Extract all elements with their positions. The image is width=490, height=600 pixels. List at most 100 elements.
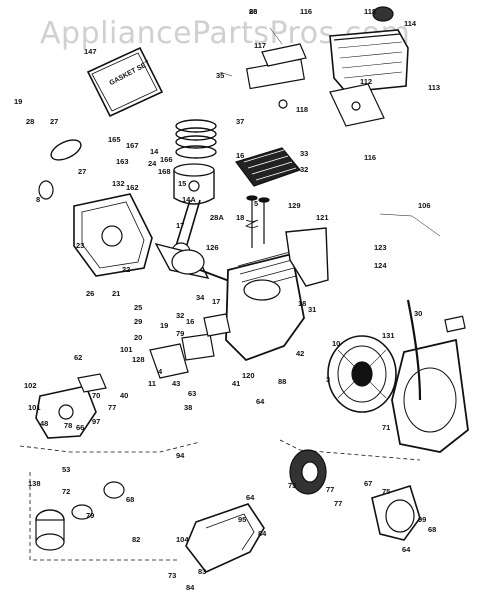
part-number-label: 116 xyxy=(364,153,377,162)
part-number-label: 34 xyxy=(196,293,205,302)
part-number-label: 102 xyxy=(24,381,37,390)
part-number-label: 116 xyxy=(300,7,313,16)
part-number-label: 138 xyxy=(28,479,41,488)
part-number-label: 121 xyxy=(316,213,329,222)
part-number-label: 129 xyxy=(288,201,301,210)
recoil-starter xyxy=(371,484,421,541)
part-number-label: 33 xyxy=(300,149,309,158)
flywheel xyxy=(327,335,397,413)
part-number-label: 27 xyxy=(50,117,59,126)
part-number-label: 73 xyxy=(168,571,177,580)
part-number-label: 86 xyxy=(249,7,258,16)
part-number-label: 38 xyxy=(184,403,193,412)
part-number-label: 166 xyxy=(160,155,173,164)
part-number-label: 42 xyxy=(296,349,305,358)
part-number-label: 18 xyxy=(298,299,307,308)
part-number-label: 101 xyxy=(120,345,133,354)
part-number-label: 123 xyxy=(374,243,387,252)
part-number-label: 162 xyxy=(126,183,139,192)
part-number-label: 132 xyxy=(112,179,125,188)
part-number-label: 4 xyxy=(158,367,163,376)
part-number-label: 77 xyxy=(326,485,335,494)
part-number-label: 168 xyxy=(158,167,171,176)
intake-parts xyxy=(149,313,231,379)
part-number-label: 124 xyxy=(374,261,387,270)
piston-rings xyxy=(175,119,217,159)
part-number-label: 94 xyxy=(176,451,185,460)
part-number-label: 106 xyxy=(418,201,431,210)
part-number-label: 101 xyxy=(28,403,41,412)
air-cleaner-assembly xyxy=(245,6,409,127)
part-number-label: 114 xyxy=(404,19,417,28)
part-number-label: 165 xyxy=(108,135,121,144)
cylinder-shroud xyxy=(285,227,329,287)
part-number-label: 84 xyxy=(186,583,195,592)
piston xyxy=(173,163,215,205)
part-number-label: 21 xyxy=(112,289,121,298)
cylinder-head xyxy=(235,147,302,187)
part-number-label: 43 xyxy=(172,379,181,388)
crankshaft xyxy=(154,242,233,283)
part-number-label: 83 xyxy=(198,567,207,576)
part-number-label: 72 xyxy=(62,487,71,496)
leader-lines xyxy=(219,27,441,237)
part-number-label: 28 xyxy=(26,117,35,126)
part-number-label: 28 xyxy=(249,7,258,16)
part-number-label: 70 xyxy=(92,391,101,400)
part-number-label: 53 xyxy=(62,465,71,474)
part-number-label: 73 xyxy=(288,481,297,490)
part-number-label: 64 xyxy=(246,493,255,502)
part-number-label: 11 xyxy=(148,379,156,388)
part-number-label: 67 xyxy=(364,479,373,488)
fuel-bracket xyxy=(185,503,265,573)
part-number-label: 15 xyxy=(178,179,187,188)
part-number-label: 37 xyxy=(236,117,245,126)
part-number-label: 35 xyxy=(216,71,225,80)
part-number-label: 79 xyxy=(176,329,185,338)
crankcase-cover xyxy=(73,193,153,277)
valves xyxy=(245,195,270,248)
engine-block xyxy=(225,251,305,362)
part-number-label: 32 xyxy=(176,311,185,320)
part-number-label: 28A xyxy=(210,213,224,222)
part-number-label: 31 xyxy=(308,305,317,314)
part-number-label: 131 xyxy=(382,331,395,340)
part-number-label: 147 xyxy=(84,47,97,56)
part-number-label: 23 xyxy=(76,241,85,250)
part-number-label: 78 xyxy=(64,421,73,430)
part-number-label: 82 xyxy=(132,535,141,544)
muffler-parts xyxy=(35,139,125,551)
part-number-label: 128 xyxy=(132,355,145,364)
part-number-label: 117 xyxy=(254,41,267,50)
part-number-label: 22 xyxy=(122,265,131,274)
part-number-label: 113 xyxy=(428,83,441,92)
part-number-label: 118 xyxy=(364,7,377,16)
part-number-label: 77 xyxy=(108,403,117,412)
part-number-label: 71 xyxy=(382,423,391,432)
part-number-label: 18 xyxy=(236,213,245,222)
part-number-label: 112 xyxy=(360,77,373,86)
part-number-label: 17 xyxy=(212,297,221,306)
part-number-label: 118 xyxy=(296,105,309,114)
part-number-label: 97 xyxy=(92,417,101,426)
group-outlines xyxy=(19,439,421,561)
part-number-label: 41 xyxy=(232,379,241,388)
part-number-label: 20 xyxy=(134,333,143,342)
part-number-label: 167 xyxy=(126,141,139,150)
part-number-label: 64 xyxy=(256,397,265,406)
part-number-label: 29 xyxy=(134,317,143,326)
part-number-label: 63 xyxy=(188,389,197,398)
part-number-label: 32 xyxy=(300,165,309,174)
part-number-label: 95 xyxy=(238,515,247,524)
part-number-label: 27 xyxy=(78,167,87,176)
part-number-label: 30 xyxy=(414,309,423,318)
part-number-label: 66 xyxy=(76,423,85,432)
starter-cup xyxy=(289,449,327,495)
part-number-label: 64 xyxy=(402,545,411,554)
part-number-label: 48 xyxy=(40,419,49,428)
part-number-label: 99 xyxy=(418,515,427,524)
part-number-label: 3 xyxy=(326,375,331,384)
part-number-label: 26 xyxy=(86,289,95,298)
part-number-label: 68 xyxy=(428,525,437,534)
